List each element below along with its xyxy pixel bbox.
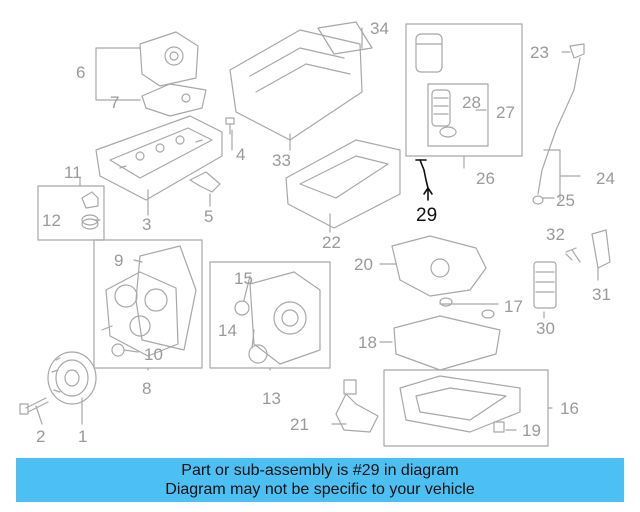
info-banner: Part or sub-assembly is #29 in diagram D… — [16, 458, 624, 502]
callout-31: 31 — [592, 285, 611, 304]
callout-10: 10 — [144, 345, 163, 364]
callout-15: 15 — [234, 269, 253, 288]
part-2-bolt — [19, 397, 49, 415]
part-7-cover — [141, 83, 207, 117]
callout-3: 3 — [142, 215, 152, 234]
part-27-oring — [439, 126, 457, 138]
part-20-upper-pan — [391, 235, 487, 297]
part-14-ring — [248, 344, 268, 364]
callout-17: 17 — [504, 297, 523, 316]
callout-27: 27 — [496, 103, 515, 122]
callout-12: 12 — [42, 211, 61, 230]
callout-19: 19 — [522, 421, 541, 440]
callout-6: 6 — [76, 63, 86, 82]
callout-4: 4 — [236, 145, 246, 164]
callout-20: 20 — [354, 255, 373, 274]
part-28-element — [431, 89, 451, 127]
part-6-cover — [139, 31, 199, 87]
part-19-bolt — [493, 421, 505, 433]
callout-13: 13 — [262, 389, 281, 408]
bracket-24 — [543, 149, 581, 201]
part-23-handle — [569, 43, 585, 59]
bracket-6 — [95, 47, 141, 101]
callout-5: 5 — [204, 207, 214, 226]
part-13-front-cover — [249, 271, 321, 365]
callout-1: 1 — [78, 427, 88, 446]
part-4-bolt — [225, 117, 235, 135]
callout-2: 2 — [36, 427, 46, 446]
part-31-bracket — [591, 229, 611, 269]
callout-32: 32 — [546, 225, 565, 244]
part-33-manifold — [229, 29, 363, 141]
callout-24: 24 — [596, 169, 615, 188]
callout-21: 21 — [290, 415, 309, 434]
part-17-gasket — [439, 297, 453, 307]
callout-7: 7 — [110, 93, 120, 112]
part-11-cap — [81, 191, 99, 209]
part-15-seal — [234, 300, 250, 316]
callout-8: 8 — [142, 379, 152, 398]
part-16-oil-pan — [399, 375, 521, 433]
part-24-tube — [537, 57, 581, 195]
part-17-gasket-b — [481, 309, 495, 319]
box-group-13 — [209, 261, 331, 369]
part-18-gasket — [393, 315, 501, 371]
callout-16: 16 — [560, 399, 579, 418]
part-22-block — [285, 139, 401, 229]
part-8-timing-cover — [105, 271, 179, 357]
banner-line-2: Diagram may not be specific to your vehi… — [165, 481, 475, 498]
part-29-highlight — [415, 159, 433, 201]
part-5-bracket — [189, 171, 221, 193]
part-3-valve-cover — [95, 115, 223, 201]
part-34-gasket — [317, 21, 373, 55]
part-32-bolt — [565, 247, 581, 263]
box-group-27 — [427, 83, 489, 147]
banner-line-1: Part or sub-assembly is #29 in diagram — [181, 462, 459, 479]
callout-22: 22 — [322, 233, 341, 252]
callout-14: 14 — [218, 321, 237, 340]
part-1-pulley — [47, 351, 97, 405]
part-30-cooler — [533, 261, 557, 309]
part-21-sensor — [335, 379, 379, 433]
part-10-seal — [111, 343, 125, 357]
callout-11: 11 — [64, 163, 82, 182]
callout-34: 34 — [370, 19, 389, 38]
callout-33: 33 — [272, 151, 291, 170]
callout-30: 30 — [536, 319, 555, 338]
box-group-11 — [37, 185, 105, 241]
callout-28: 28 — [462, 93, 481, 112]
callout-26: 26 — [476, 169, 495, 188]
callout-25: 25 — [556, 191, 575, 210]
part-25-washer — [532, 195, 544, 205]
part-26-filter — [415, 33, 443, 73]
callout-18: 18 — [358, 333, 377, 352]
callout-29: 29 — [416, 205, 438, 226]
callout-23: 23 — [530, 43, 549, 62]
callout-9: 9 — [114, 251, 124, 270]
part-8-bolt — [101, 325, 113, 331]
part-12-cap — [81, 214, 99, 230]
